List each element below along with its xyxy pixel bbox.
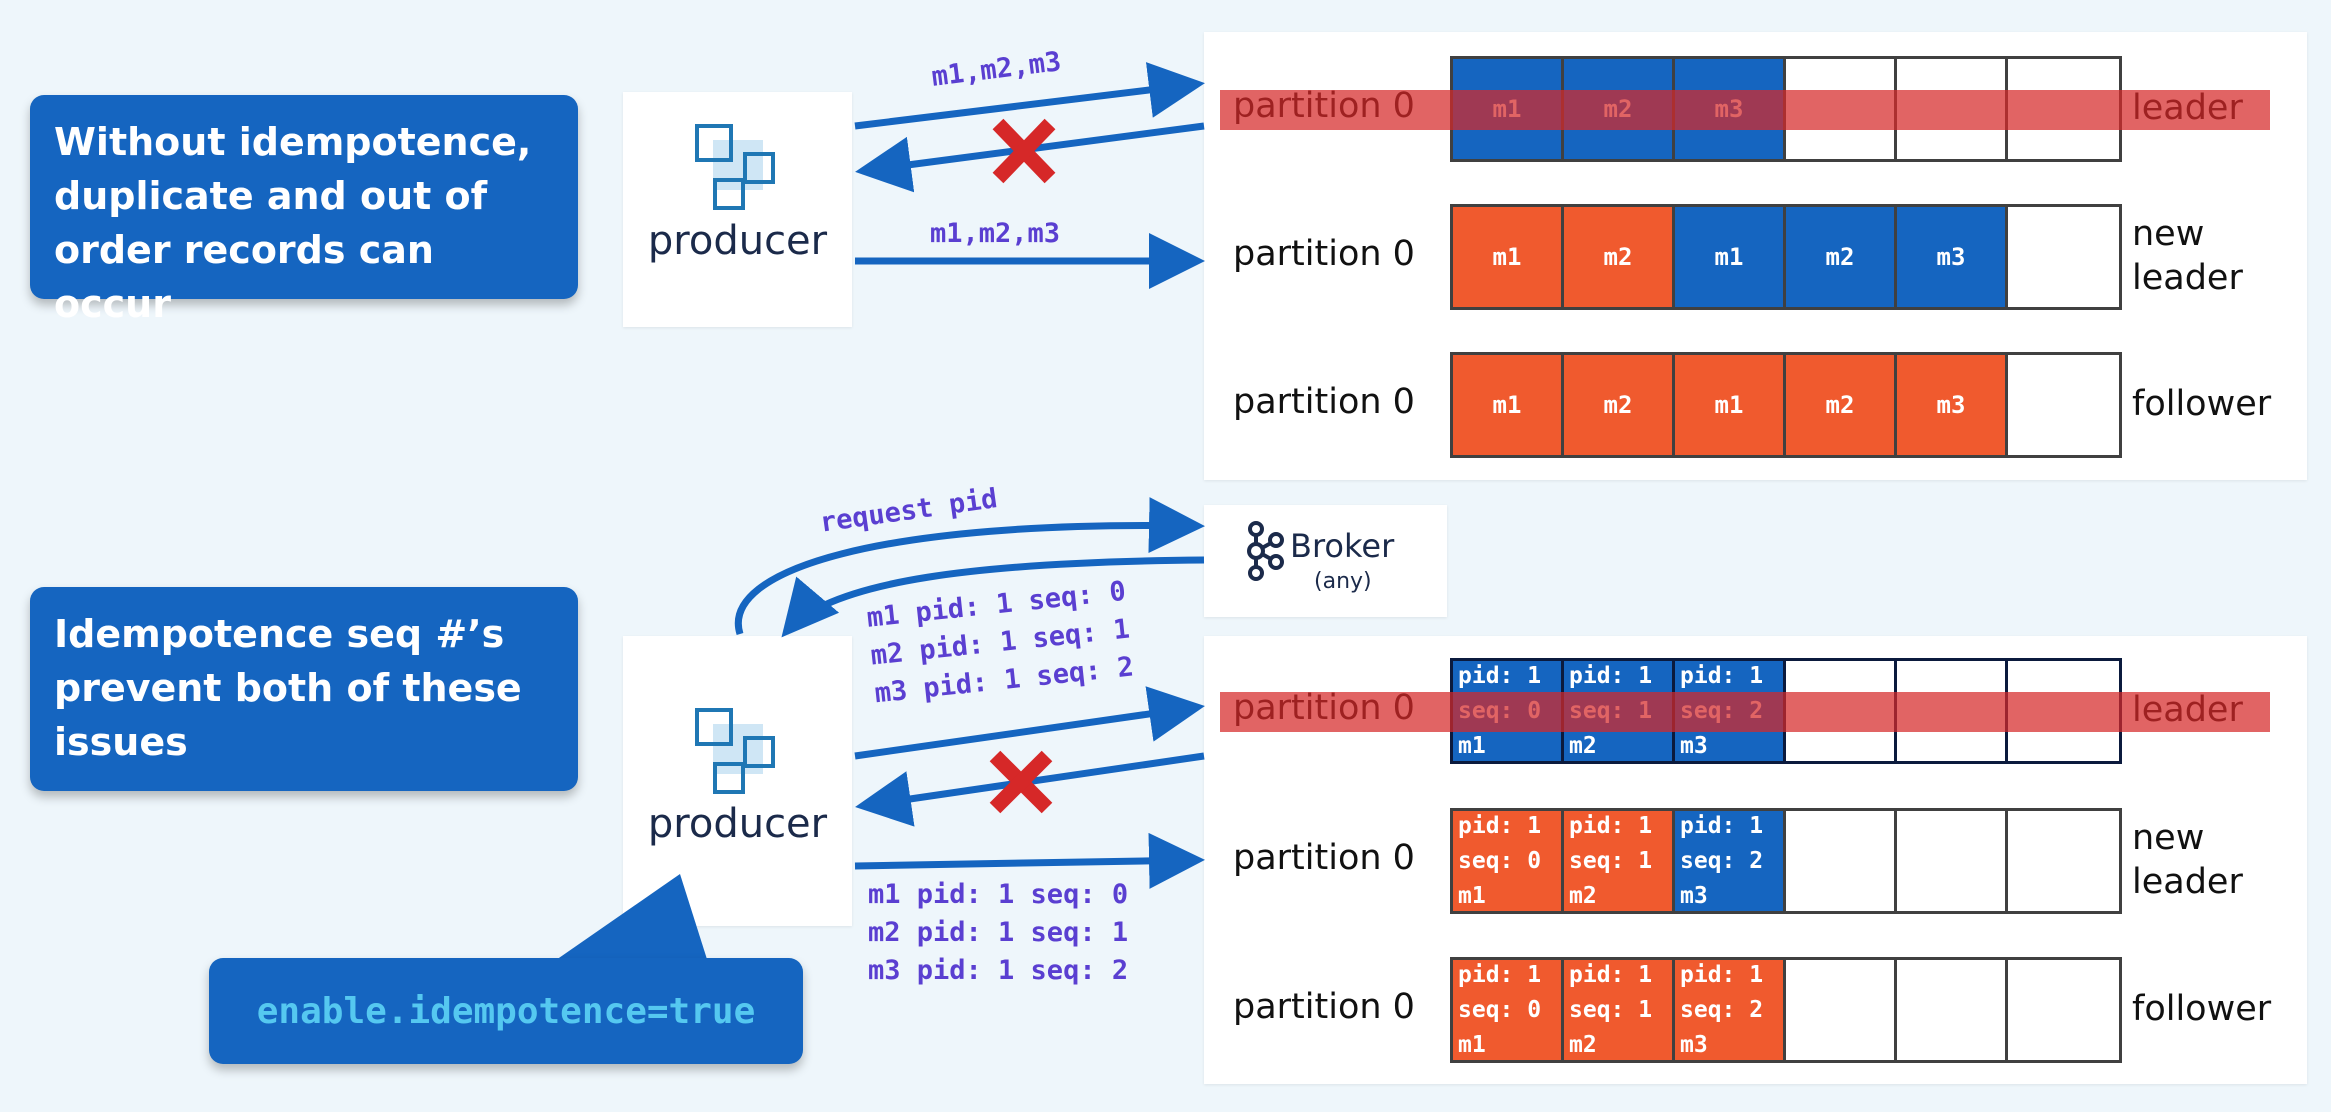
leader-failure-band — [1220, 90, 2270, 130]
cell-line: m3 — [1680, 732, 1708, 759]
cell-line: seq: 0 — [1458, 996, 1542, 1023]
cell-line: seq: 2 — [1680, 996, 1764, 1023]
cell-line: m3 — [1680, 1031, 1708, 1058]
without-idempotence-callout: Without idempotence, duplicate and out o… — [30, 95, 578, 326]
cell-line: seq: 1 — [1569, 996, 1653, 1023]
producer-icon — [695, 708, 775, 794]
replica-role-label: new leader — [2132, 214, 2243, 298]
bottom-producer-card: producer — [623, 636, 852, 926]
message-cell: m3 — [1897, 355, 2008, 455]
broker-sublabel: (any) — [1314, 569, 1372, 594]
leader-failure-band — [1220, 692, 2270, 732]
empty-slot — [2008, 207, 2119, 307]
cell-line: m2 — [1569, 732, 1597, 759]
cell-line: pid: 1 — [1680, 812, 1764, 839]
empty-slot — [1897, 811, 2008, 911]
cell-line: pid: 1 — [1458, 961, 1542, 988]
message-cell: m2 — [1564, 355, 1675, 455]
cell-line: m1 — [1458, 882, 1486, 909]
idempotence-callout: Idempotence seq #’s prevent both of thes… — [30, 587, 578, 791]
top-producer-label: producer — [647, 218, 828, 264]
message-cell: m2 — [1786, 355, 1897, 455]
retry-line: m2 pid: 1 seq: 1 — [868, 917, 1129, 948]
partition-label: partition 0 — [1233, 234, 1415, 274]
cell-line: seq: 2 — [1680, 847, 1764, 874]
empty-slot — [2008, 960, 2119, 1060]
message-cell: m3 — [1897, 207, 2008, 307]
cell-line: seq: 0 — [1458, 847, 1542, 874]
partition-label: partition 0 — [1233, 838, 1415, 878]
message-cell: pid: 1 seq: 2 m3 — [1675, 811, 1786, 911]
retry-line: m1 pid: 1 seq: 0 — [868, 879, 1129, 910]
partition-label: partition 0 — [1233, 382, 1415, 422]
message-cell: pid: 1 seq: 0 m1 — [1453, 811, 1564, 911]
message-cell: m1 — [1453, 207, 1564, 307]
cell-line: m3 — [1680, 882, 1708, 909]
bottom-retry-messages: m1 pid: 1 seq: 0 m2 pid: 1 seq: 1 m3 pid… — [868, 876, 1128, 990]
message-cell: pid: 1 seq: 1 m2 — [1564, 960, 1675, 1060]
replica-role-label: new leader — [2132, 818, 2243, 902]
message-cell: m1 — [1675, 355, 1786, 455]
cell-line: pid: 1 — [1569, 662, 1653, 689]
empty-slot — [2008, 355, 2119, 455]
top-retry-label: m1,m2,m3 — [930, 218, 1061, 249]
producer-icon — [695, 124, 775, 210]
message-cell: m1 — [1453, 355, 1564, 455]
replica-role-label: follower — [2132, 989, 2272, 1029]
broker-label: Broker — [1290, 527, 1395, 565]
message-cell: pid: 1 seq: 0 m1 — [1453, 960, 1564, 1060]
replica-role-label: follower — [2132, 384, 2272, 424]
idempotence-config: enable.idempotence=true — [209, 958, 803, 1064]
empty-slot — [1786, 960, 1897, 1060]
cell-line: pid: 1 — [1569, 812, 1653, 839]
message-cell: m1 — [1675, 207, 1786, 307]
empty-slot — [2008, 811, 2119, 911]
message-cell: pid: 1 seq: 1 m2 — [1564, 811, 1675, 911]
cell-line: pid: 1 — [1680, 662, 1764, 689]
partition-log-1: pid: 1 seq: 0 m1 pid: 1 seq: 1 m2 pid: 1 seq: 2… — [1450, 808, 2122, 914]
broker-icon — [1247, 521, 1284, 581]
message-cell: m2 — [1786, 207, 1897, 307]
empty-slot — [1786, 811, 1897, 911]
message-cell: m2 — [1564, 207, 1675, 307]
message-cell: pid: 1 seq: 2 m3 — [1675, 960, 1786, 1060]
cell-line: pid: 1 — [1458, 812, 1542, 839]
bottom-producer-label: producer — [647, 801, 828, 847]
cell-line: pid: 1 — [1680, 961, 1764, 988]
top-producer-card: producer — [623, 92, 852, 327]
broker-card: Broker (any) — [1204, 505, 1447, 617]
cell-line: m1 — [1458, 732, 1486, 759]
cell-line: pid: 1 — [1569, 961, 1653, 988]
cell-line: pid: 1 — [1458, 662, 1542, 689]
retry-line: m3 pid: 1 seq: 2 — [868, 955, 1129, 986]
cell-line: m1 — [1458, 1031, 1486, 1058]
cell-line: m2 — [1569, 1031, 1597, 1058]
partition-log-2: pid: 1 seq: 0 m1 pid: 1 seq: 1 m2 pid: 1 seq: 2… — [1450, 957, 2122, 1063]
partition-label: partition 0 — [1233, 987, 1415, 1027]
empty-slot — [1897, 960, 2008, 1060]
cell-line: m2 — [1569, 882, 1597, 909]
cell-line: seq: 1 — [1569, 847, 1653, 874]
